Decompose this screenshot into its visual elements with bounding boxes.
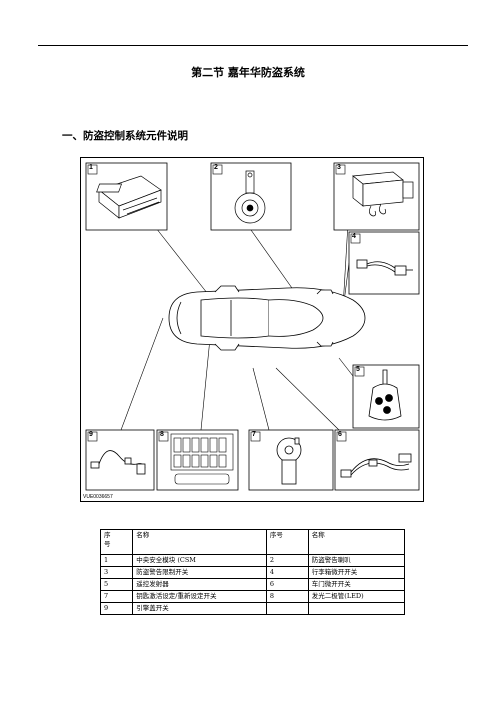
parts-table: 序 号 名称 序号 名称 1 中央安全模块 (CSM 2 防盗警告喇叭 3 防盗… (99, 529, 406, 615)
header-no-1: 序 号 (99, 529, 134, 555)
callout-1: 1 (89, 164, 93, 171)
table-header-row: 序 号 名称 序号 名称 (99, 529, 406, 555)
table-row: 1 中央安全模块 (CSM 2 防盗警告喇叭 (99, 554, 406, 567)
cell-name: 发光二极管(LED) (307, 590, 406, 603)
callout-9: 9 (89, 431, 93, 438)
cell-no (265, 602, 309, 615)
section-title: 一、防盗控制系统元件说明 (62, 130, 188, 142)
central-security-module-icon (96, 175, 162, 219)
door-switch-icon (340, 453, 412, 478)
box-6 (334, 429, 420, 491)
diagram-svg (85, 162, 420, 491)
limit-switch-icon (352, 171, 414, 217)
cell-name (307, 602, 406, 615)
component-diagram: 1 2 3 4 5 6 7 8 9 VUE0036657 (80, 157, 424, 502)
box-7 (248, 429, 334, 491)
box-8 (156, 429, 239, 491)
figure-code: VUE0036657 (83, 494, 113, 500)
cell-name: 防盗警告喇叭 (307, 554, 406, 567)
table-row: 3 防盗警告限制开关 4 行李箱微开开关 (99, 566, 406, 579)
callout-2: 2 (214, 164, 218, 171)
cell-name: 行李箱微开开关 (307, 566, 406, 579)
box-1 (85, 162, 168, 231)
table-row: 7 钥匙激活设定/重新设定开关 8 发光二极管(LED) (99, 590, 406, 603)
callout-8: 8 (160, 431, 164, 438)
callout-4: 4 (352, 233, 356, 240)
cell-no: 1 (99, 554, 134, 567)
header-name-1: 名称 (132, 529, 267, 555)
cell-no: 4 (265, 566, 309, 579)
table-row: 5 遥控发射器 6 车门微开开关 (99, 578, 406, 591)
horn-icon (234, 170, 266, 224)
bonnet-switch-icon (90, 450, 146, 475)
cell-no: 3 (99, 566, 134, 579)
led-panel-icon (170, 433, 234, 485)
cell-no: 5 (99, 578, 134, 591)
header-name-2: 名称 (307, 529, 406, 555)
cell-no: 2 (265, 554, 309, 567)
cell-no: 8 (265, 590, 309, 603)
callout-3: 3 (337, 164, 341, 171)
cell-name: 引擎盖开关 (132, 602, 267, 615)
car-top-view-icon (168, 285, 366, 351)
box-3 (333, 162, 420, 231)
cell-name: 钥匙激活设定/重新设定开关 (132, 590, 267, 603)
header-no-1-line2: 号 (104, 540, 111, 548)
callout-6: 6 (338, 431, 342, 438)
key-switch-icon (276, 437, 302, 485)
cell-name: 车门微开开关 (307, 578, 406, 591)
header-no-1-line1: 序 (104, 531, 111, 539)
callout-7: 7 (252, 431, 256, 438)
table-row: 9 引擎盖开关 (99, 602, 406, 615)
cell-no: 9 (99, 602, 134, 615)
cell-name: 防盗警告限制开关 (132, 566, 267, 579)
cell-no: 7 (99, 590, 134, 603)
remote-key-icon (368, 369, 402, 421)
callout-5: 5 (356, 366, 360, 373)
box-9 (85, 429, 155, 491)
header-rule (38, 45, 468, 46)
cell-name: 中央安全模块 (CSM (132, 554, 267, 567)
chapter-title: 第二节 嘉年华防盗系统 (191, 66, 305, 79)
box-5 (352, 364, 420, 429)
box-4 (348, 231, 420, 295)
luggage-switch-icon (356, 259, 413, 276)
header-no-2: 序号 (265, 529, 309, 555)
cell-no: 6 (265, 578, 309, 591)
box-2 (210, 162, 292, 231)
cell-name: 遥控发射器 (132, 578, 267, 591)
